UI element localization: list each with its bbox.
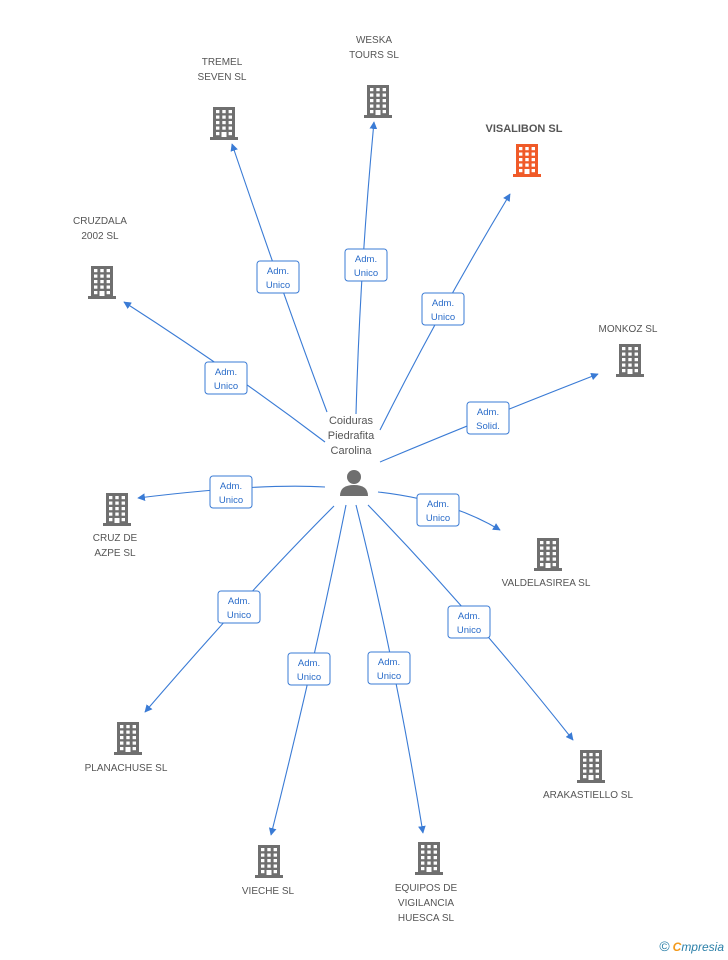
company-label: VISALIBON SL — [485, 123, 562, 135]
company-label: WESKA — [356, 35, 392, 46]
building-icon — [364, 85, 392, 118]
role-badge-monkoz[interactable]: Adm. Solid. — [466, 401, 510, 435]
role-text: Adm. — [267, 266, 289, 277]
building-icon — [534, 538, 562, 571]
role-text: Adm. — [427, 499, 449, 510]
building-icon — [255, 845, 283, 878]
company-label: PLANACHUSE SL — [85, 763, 168, 774]
building-icon — [103, 493, 131, 526]
company-label: SEVEN SL — [198, 72, 247, 83]
copyright-icon: © — [659, 938, 670, 954]
role-badge-weska[interactable]: Adm. Unico — [344, 248, 388, 282]
company-label: EQUIPOS DE — [395, 883, 458, 894]
company-label: VIGILANCIA — [398, 898, 454, 909]
role-text: Solid. — [476, 421, 500, 432]
brand-name: mpresia — [681, 940, 724, 954]
role-text: Unico — [214, 381, 238, 392]
person-label: Carolina — [331, 445, 373, 457]
company-label: AZPE SL — [94, 548, 136, 559]
company-node-cruzdeazpe[interactable]: CRUZ DE AZPE SL — [93, 493, 138, 559]
company-label: TREMEL — [202, 57, 243, 68]
person-label: Coiduras — [329, 415, 374, 427]
building-icon — [577, 750, 605, 783]
role-text: Adm. — [477, 407, 499, 418]
company-node-vieche[interactable]: VIECHE SL — [242, 845, 295, 897]
role-badge-planachuse[interactable]: Adm. Unico — [217, 590, 261, 624]
brand-watermark: ©Cmpresia — [659, 938, 724, 954]
role-text: Adm. — [378, 657, 400, 668]
company-node-monkoz[interactable]: MONKOZ SL — [599, 324, 658, 377]
role-text: Adm. — [298, 658, 320, 669]
role-badge-equipos[interactable]: Adm. Unico — [367, 651, 411, 685]
person-label: Piedrafita — [328, 430, 375, 442]
building-icon — [88, 266, 116, 299]
brand-initial: C — [672, 940, 682, 954]
company-node-valdelasirea[interactable]: VALDELASIREA SL — [502, 538, 591, 589]
company-node-cruzdala[interactable]: CRUZDALA 2002 SL — [73, 216, 127, 299]
role-text: Adm. — [228, 596, 250, 607]
company-label: HUESCA SL — [398, 913, 455, 924]
role-text: Adm. — [220, 481, 242, 492]
person-icon — [340, 470, 368, 496]
building-icon — [616, 344, 644, 377]
role-text: Unico — [227, 610, 251, 621]
company-label: VIECHE SL — [242, 886, 295, 897]
role-text: Unico — [431, 312, 455, 323]
role-badge-arakastiello[interactable]: Adm. Unico — [447, 605, 491, 639]
building-icon — [513, 144, 541, 177]
company-node-tremel[interactable]: TREMEL SEVEN SL — [198, 57, 247, 140]
company-node-planachuse[interactable]: PLANACHUSE SL — [85, 722, 168, 774]
role-text: Adm. — [432, 298, 454, 309]
role-text: Unico — [457, 625, 481, 636]
role-badge-cruzdeazpe[interactable]: Adm. Unico — [209, 475, 253, 509]
company-label: TOURS SL — [349, 50, 399, 61]
role-text: Unico — [377, 671, 401, 682]
company-label: VALDELASIREA SL — [502, 578, 591, 589]
role-text: Adm. — [458, 611, 480, 622]
role-text: Unico — [266, 280, 290, 291]
company-label: ARAKASTIELLO SL — [543, 790, 633, 801]
company-node-equipos[interactable]: EQUIPOS DE VIGILANCIA HUESCA SL — [395, 842, 458, 924]
role-badge-valdelasirea[interactable]: Adm. Unico — [416, 493, 460, 527]
company-node-weska[interactable]: WESKA TOURS SL — [349, 35, 399, 118]
building-icon — [114, 722, 142, 755]
role-text: Unico — [219, 495, 243, 506]
company-label: MONKOZ SL — [599, 324, 658, 335]
company-label: CRUZ DE — [93, 533, 138, 544]
building-icon — [415, 842, 443, 875]
role-text: Unico — [297, 672, 321, 683]
role-text: Unico — [354, 268, 378, 279]
company-node-arakastiello[interactable]: ARAKASTIELLO SL — [543, 750, 633, 801]
role-text: Adm. — [355, 254, 377, 265]
building-icon — [210, 107, 238, 140]
company-node-visalibon[interactable]: VISALIBON SL — [485, 123, 563, 177]
company-label: CRUZDALA — [73, 216, 127, 227]
company-label: 2002 SL — [81, 231, 119, 242]
role-badge-visalibon[interactable]: Adm. Unico — [421, 292, 465, 326]
role-badge-vieche[interactable]: Adm. Unico — [287, 652, 331, 686]
role-badge-cruzdala[interactable]: Adm. Unico — [204, 361, 248, 395]
role-text: Unico — [426, 513, 450, 524]
role-text: Adm. — [215, 367, 237, 378]
role-badge-tremel[interactable]: Adm. Unico — [256, 260, 300, 294]
